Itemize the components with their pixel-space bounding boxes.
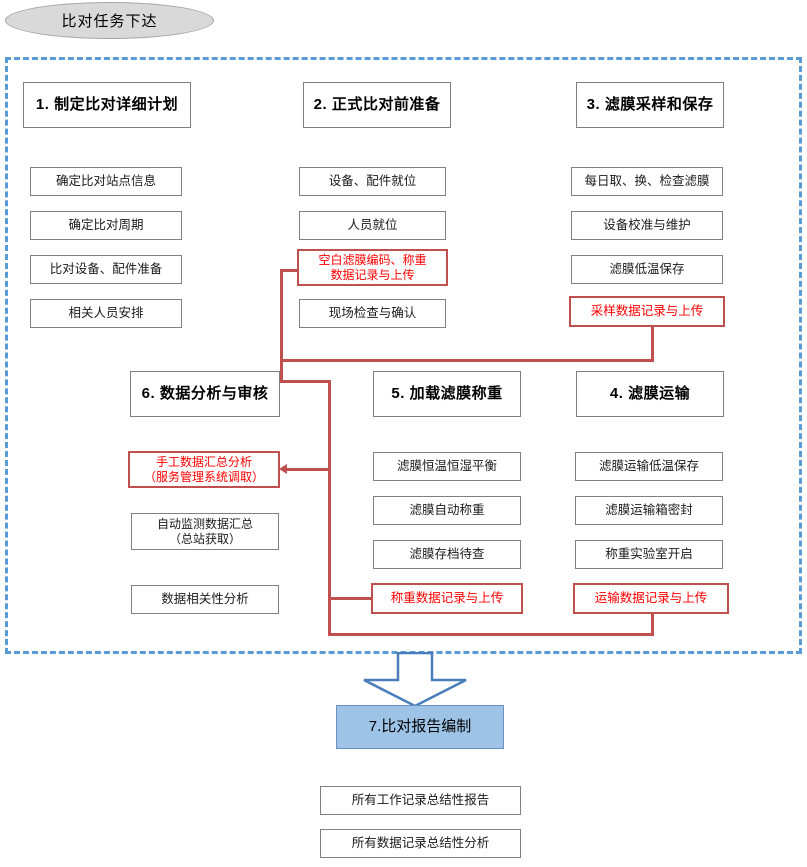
stage-5-item-4-highlight[interactable]: 称重数据记录与上传 xyxy=(371,583,523,614)
stage-4-item-4-highlight[interactable]: 运输数据记录与上传 xyxy=(573,583,729,614)
red-connector-seg xyxy=(651,614,654,636)
stage-6-item-1-highlight[interactable]: 手工数据汇总分析 （服务管理系统调取） xyxy=(128,451,280,488)
red-connector-seg xyxy=(280,380,331,383)
red-connector-seg xyxy=(328,597,373,600)
red-connector-seg xyxy=(280,269,283,362)
stage-header-4[interactable]: 4. 滤膜运输 xyxy=(576,371,724,417)
stage-2-item-1[interactable]: 设备、配件就位 xyxy=(299,167,446,196)
red-connector-seg xyxy=(280,269,299,272)
stage-header-3[interactable]: 3. 滤膜采样和保存 xyxy=(576,82,724,128)
stage-6-item-2[interactable]: 自动监测数据汇总 （总站获取） xyxy=(131,513,279,550)
stage-1-item-4[interactable]: 相关人员安排 xyxy=(30,299,182,328)
red-connector-seg xyxy=(286,468,330,471)
stage-header-2[interactable]: 2. 正式比对前准备 xyxy=(303,82,451,128)
stage-5-item-2[interactable]: 滤膜自动称重 xyxy=(373,496,521,525)
red-connector-seg xyxy=(651,327,654,362)
stage-header-1[interactable]: 1. 制定比对详细计划 xyxy=(23,82,191,128)
red-arrow-head-icon xyxy=(279,464,287,474)
stage-3-item-3[interactable]: 滤膜低温保存 xyxy=(571,255,723,284)
final-stage-header[interactable]: 7.比对报告编制 xyxy=(336,705,504,749)
stage-6-item-3[interactable]: 数据相关性分析 xyxy=(131,585,279,614)
stage-2-item-2[interactable]: 人员就位 xyxy=(299,211,446,240)
red-connector-spine xyxy=(328,380,331,636)
stage-3-item-4-highlight[interactable]: 采样数据记录与上传 xyxy=(569,296,725,327)
stage-1-item-2[interactable]: 确定比对周期 xyxy=(30,211,182,240)
stage-1-item-1[interactable]: 确定比对站点信息 xyxy=(30,167,182,196)
stage-3-item-1[interactable]: 每日取、换、检查滤膜 xyxy=(571,167,723,196)
stage-header-6[interactable]: 6. 数据分析与审核 xyxy=(130,371,280,417)
stage-5-item-3[interactable]: 滤膜存档待查 xyxy=(373,540,521,569)
stage-1-item-3[interactable]: 比对设备、配件准备 xyxy=(30,255,182,284)
stage-2-item-3-highlight[interactable]: 空白滤膜编码、称重 数据记录与上传 xyxy=(297,249,448,286)
stage-header-5[interactable]: 5. 加载滤膜称重 xyxy=(373,371,521,417)
red-connector-trunk xyxy=(280,359,654,362)
red-connector-seg xyxy=(280,359,283,383)
red-connector-bottom xyxy=(328,633,654,636)
stage-3-item-2[interactable]: 设备校准与维护 xyxy=(571,211,723,240)
final-item-2[interactable]: 所有数据记录总结性分析 xyxy=(320,829,521,858)
stage-4-item-3[interactable]: 称重实验室开启 xyxy=(575,540,723,569)
final-item-1[interactable]: 所有工作记录总结性报告 xyxy=(320,786,521,815)
stage-4-item-2[interactable]: 滤膜运输箱密封 xyxy=(575,496,723,525)
stage-5-item-1[interactable]: 滤膜恒温恒湿平衡 xyxy=(373,452,521,481)
process-start-ellipse: 比对任务下达 xyxy=(5,2,214,39)
stage-2-item-4[interactable]: 现场检查与确认 xyxy=(299,299,446,328)
stage-4-item-1[interactable]: 滤膜运输低温保存 xyxy=(575,452,723,481)
down-arrow-icon xyxy=(362,651,468,713)
